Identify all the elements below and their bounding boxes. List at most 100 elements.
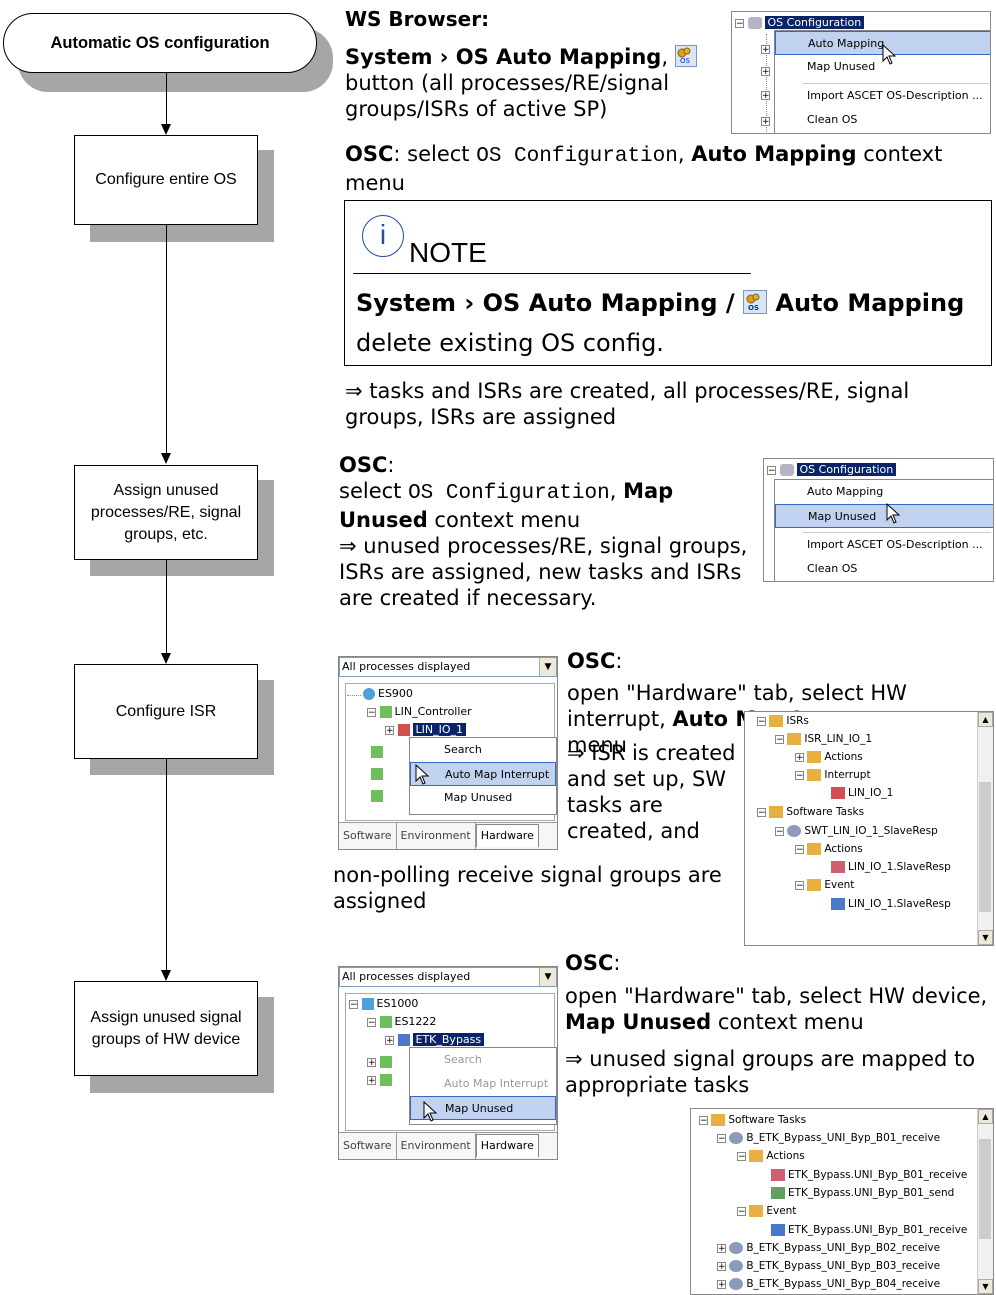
tree-root-os-configuration-2[interactable]: OS Configuration <box>796 463 897 476</box>
tree-node-es900[interactable]: ES900 <box>378 687 413 700</box>
chevron-down-icon[interactable]: ▼ <box>539 968 556 986</box>
mouse-cursor-icon <box>423 1101 438 1122</box>
tree-b01-send[interactable]: ETK_Bypass.UNI_Byp_B01_send <box>788 1187 955 1199</box>
tab-environment[interactable]: Environment <box>397 823 476 849</box>
process-filter-dropdown-2[interactable]: All processes displayed ▼ <box>339 967 557 987</box>
menu-item-search-2[interactable]: Search <box>444 1053 482 1066</box>
scroll-down-icon[interactable]: ▼ <box>978 930 993 945</box>
line-4: open "Hardware" tab, select HW device, <box>565 984 988 1008</box>
tree-isr-lin-io-1[interactable]: ISR_LIN_IO_1 <box>804 733 872 745</box>
colon-2: : <box>387 453 395 477</box>
menu-item-clean-os-2[interactable]: Clean OS <box>807 562 858 575</box>
menu-item-auto-map-interrupt[interactable]: Auto Map Interrupt <box>410 762 556 786</box>
tree-node-es1222[interactable]: ES1222 <box>394 1015 437 1028</box>
tab-hardware-2[interactable]: Hardware <box>475 1134 539 1157</box>
software-tasks-icon <box>711 1114 726 1126</box>
tree-isrs[interactable]: ISRs <box>786 715 809 727</box>
send-icon <box>771 1187 785 1199</box>
comma-2: , <box>609 479 624 503</box>
dropdown-value-2: All processes displayed <box>342 970 471 983</box>
tree-node-etk-bypass[interactable]: ETK_Bypass <box>412 1033 485 1046</box>
menu-item-map-unused[interactable]: Map Unused <box>807 60 876 73</box>
event-signal-icon <box>831 898 845 910</box>
note-box: i NOTE System › OS Auto Mapping / OS Aut… <box>344 200 992 366</box>
tree-task-b03[interactable]: B_ETK_Bypass_UNI_Byp_B03_receive <box>746 1260 941 1272</box>
tab-software[interactable]: Software <box>339 823 397 849</box>
scrollbar[interactable]: ▲▼ <box>977 712 993 945</box>
section2-text: OSC: select OS Configuration, Map Unused… <box>339 452 759 611</box>
mouse-cursor-icon <box>415 764 430 785</box>
tree-actions-3[interactable]: Actions <box>766 1150 805 1162</box>
colon-3: : <box>615 649 623 673</box>
interrupt-icon <box>831 787 845 799</box>
select-2: select <box>339 479 409 503</box>
tree-task-b02[interactable]: B_ETK_Bypass_UNI_Byp_B02_receive <box>746 1242 941 1254</box>
section3-result-a: ⇒ ISR is created and set up, SW tasks ar… <box>567 741 736 843</box>
flow-connector <box>166 759 167 971</box>
actions-icon <box>807 843 822 855</box>
tree-root-os-configuration[interactable]: OS Configuration <box>764 16 865 29</box>
tab-software-2[interactable]: Software <box>339 1133 397 1159</box>
tree-slaveresp-event[interactable]: LIN_IO_1.SlaveResp <box>848 898 951 910</box>
tree-actions-2[interactable]: Actions <box>824 843 863 855</box>
flow-arrow <box>161 124 171 135</box>
note-line-1a: System › OS Auto Mapping / <box>356 289 735 317</box>
note-line-1b: Auto Mapping <box>775 289 965 317</box>
module-icon <box>379 1016 392 1028</box>
menu-item-map-unused-hw-2[interactable]: Map Unused <box>410 1096 556 1120</box>
tree-lin-io-1[interactable]: LIN_IO_1 <box>848 787 894 799</box>
tree-interrupt[interactable]: Interrupt <box>824 769 871 781</box>
menu-item-map-unused-hw[interactable]: Map Unused <box>444 791 513 804</box>
osc-label-2: OSC <box>339 453 388 477</box>
tree-swt-lin[interactable]: SWT_LIN_IO_1_SlaveResp <box>804 825 938 837</box>
menu-item-map-unused-2[interactable]: Map Unused <box>775 504 993 528</box>
menu-item-auto-mapping-2[interactable]: Auto Mapping <box>807 485 884 498</box>
message-icon <box>831 861 845 873</box>
flow-arrow <box>161 453 171 464</box>
note-title: NOTE <box>409 237 487 268</box>
tree-b01-event[interactable]: ETK_Bypass.UNI_Byp_B01_receive <box>788 1224 968 1236</box>
menu-item-search[interactable]: Search <box>444 743 482 756</box>
task-gear-icon <box>729 1278 744 1290</box>
event-signal-icon <box>771 1224 785 1236</box>
tab-hardware[interactable]: Hardware <box>475 824 539 847</box>
tree-slaveresp-action[interactable]: LIN_IO_1.SlaveResp <box>848 861 951 873</box>
tree-software-tasks[interactable]: Software Tasks <box>786 806 865 818</box>
scroll-up-icon[interactable]: ▲ <box>978 1109 993 1124</box>
task-gear-icon <box>787 825 802 837</box>
tree-b01-receive[interactable]: ETK_Bypass.UNI_Byp_B01_receive <box>788 1169 968 1181</box>
process-filter-dropdown[interactable]: All processes displayed ▼ <box>339 657 557 677</box>
tree-task-b01[interactable]: B_ETK_Bypass_UNI_Byp_B01_receive <box>746 1132 941 1144</box>
note-rule <box>353 273 751 274</box>
mouse-cursor-icon <box>882 44 897 65</box>
osc-code: OS Configuration <box>476 145 678 168</box>
tree-node-lin-controller[interactable]: LIN_Controller <box>394 705 472 718</box>
tree-event-2[interactable]: Event <box>766 1205 797 1217</box>
osc-bold: Auto Mapping <box>691 142 857 166</box>
scroll-up-icon[interactable]: ▲ <box>978 712 993 727</box>
start-terminator: Automatic OS configuration <box>3 13 317 73</box>
scroll-down-icon[interactable]: ▼ <box>978 1279 993 1294</box>
menu-item-import-ascet[interactable]: Import ASCET OS-Description ... <box>807 89 983 102</box>
tree-node-es1000[interactable]: ES1000 <box>376 997 419 1010</box>
node-icon <box>371 746 383 758</box>
tree-actions[interactable]: Actions <box>824 751 863 763</box>
dropdown-value: All processes displayed <box>342 660 471 673</box>
bypass-icon <box>397 1034 410 1046</box>
tree-software-tasks-2[interactable]: Software Tasks <box>728 1114 807 1126</box>
menu-item-clean-os[interactable]: Clean OS <box>807 113 858 126</box>
step-assign-hw-label: Assign unused signal groups of HW device <box>90 1008 242 1048</box>
tree-task-b04[interactable]: B_ETK_Bypass_UNI_Byp_B04_receive <box>746 1278 941 1290</box>
button-description: button (all processes/RE/signal groups/I… <box>345 71 670 121</box>
tree-node-lin-io-1[interactable]: LIN_IO_1 <box>412 723 467 736</box>
tab-environment-2[interactable]: Environment <box>397 1133 476 1159</box>
scrollbar-2[interactable]: ▲▼ <box>977 1109 993 1294</box>
chevron-down-icon[interactable]: ▼ <box>539 658 556 676</box>
flow-arrow <box>161 970 171 981</box>
os-config-icon <box>779 464 794 476</box>
menu-item-auto-map-interrupt-2[interactable]: Auto Map Interrupt <box>444 1077 549 1090</box>
device-icon <box>361 998 374 1010</box>
tree-event[interactable]: Event <box>824 879 855 891</box>
menu-item-import-ascet-2[interactable]: Import ASCET OS-Description ... <box>807 538 983 551</box>
rest-4: context menu <box>711 1010 864 1034</box>
